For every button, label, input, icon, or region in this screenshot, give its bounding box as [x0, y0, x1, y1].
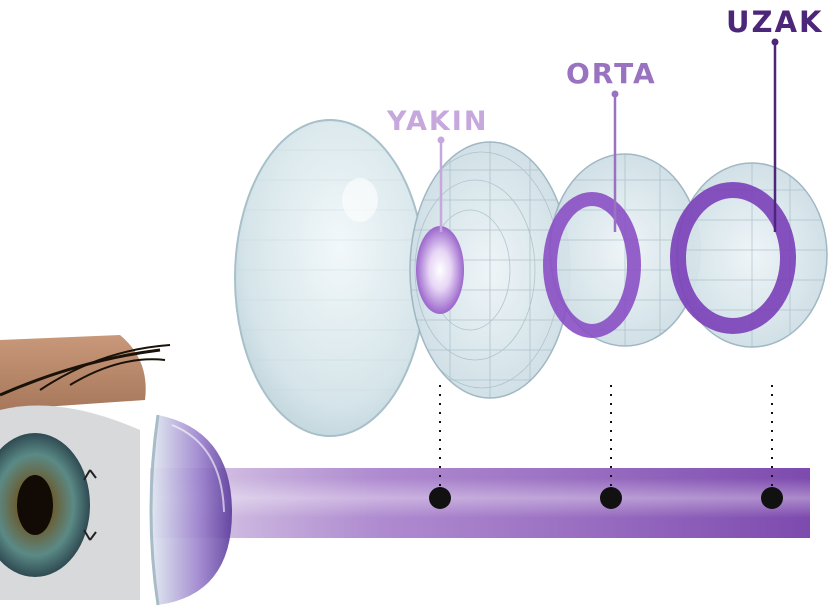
lens-far-zone [670, 162, 828, 348]
label-leaders [437, 38, 779, 232]
eye-illustration [0, 335, 171, 600]
label-far: UZAK [726, 5, 824, 39]
focus-point-far [761, 487, 783, 509]
lens-near-zone [409, 141, 571, 399]
focus-point-near [429, 487, 451, 509]
label-near: YAKIN [387, 106, 489, 137]
lens-base [234, 119, 426, 437]
light-beam [150, 468, 810, 538]
focus-point-mid [600, 487, 622, 509]
label-mid: ORTA [566, 57, 657, 90]
contact-lens-on-eye [149, 414, 232, 606]
